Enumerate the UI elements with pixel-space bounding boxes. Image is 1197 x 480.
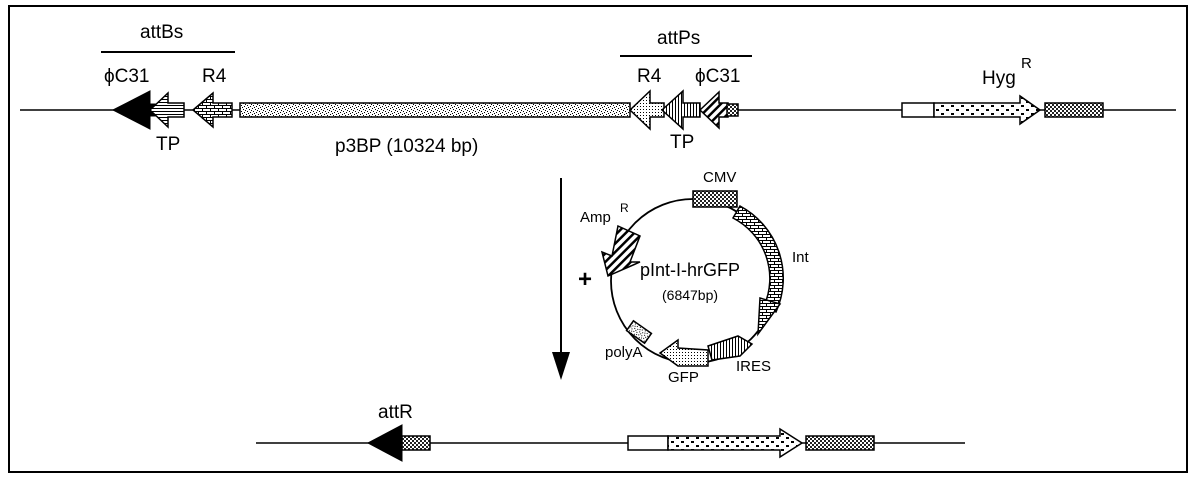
ampr-segment xyxy=(600,224,641,278)
attp-r4-label: R4 xyxy=(637,66,662,87)
hyg-gene-arrow xyxy=(933,94,1042,126)
polya-segment xyxy=(625,319,653,345)
attr-label: attR xyxy=(378,402,413,423)
plus-sign: + xyxy=(578,266,592,293)
ires-label: IRES xyxy=(736,358,771,375)
attr-arrow xyxy=(366,424,431,462)
hyg-promoter-box xyxy=(901,102,935,118)
attb-r4-arrow xyxy=(191,91,233,129)
hyg-cassette xyxy=(901,94,1104,126)
plasmid-name: pInt-I-hrGFP xyxy=(640,260,740,280)
hyg-label-text: Hyg xyxy=(982,68,1016,89)
bottom-hyg-gene-arrow xyxy=(667,427,804,459)
polya-label: polyA xyxy=(605,344,643,361)
attp-tp-label: TP xyxy=(670,132,694,153)
attp-phic31-arrow xyxy=(698,90,739,130)
plasmid-label: p3BP (10324 bp) xyxy=(335,136,478,157)
attb-group-label: attBs xyxy=(140,22,183,43)
bottom-hyg-cassette xyxy=(627,427,875,459)
cmv-segment xyxy=(692,190,738,208)
attb-tp-label: TP xyxy=(156,134,180,155)
amp-superscript: R xyxy=(620,201,629,215)
int-label: Int xyxy=(792,249,810,266)
hyg-superscript: R xyxy=(1021,55,1032,72)
bottom-promoter-box xyxy=(627,435,669,451)
plasmid-backbone-bar xyxy=(239,102,631,118)
attp-tp-arrow xyxy=(660,89,701,131)
attp-phic31-label: ϕC31 xyxy=(695,66,741,87)
bottom-polya-box xyxy=(805,435,875,451)
cmv-label: CMV xyxy=(703,169,736,186)
gfp-label: GFP xyxy=(668,369,699,386)
gfp-segment xyxy=(658,338,709,367)
attb-r4-label: R4 xyxy=(202,66,227,87)
pint-plasmid: CMV Int IRES GFP polyA Amp R pInt-I-hrGF… xyxy=(580,169,810,386)
amp-label: Amp xyxy=(580,209,611,226)
attb-tp-arrow xyxy=(148,91,185,129)
attp-r4-arrow xyxy=(628,89,665,131)
reaction-arrow xyxy=(552,178,570,380)
figure-border xyxy=(8,5,1188,473)
int-arrowhead xyxy=(757,297,782,337)
plasmid-size: (6847bp) xyxy=(662,287,718,303)
attp-group-label: attPs xyxy=(657,28,700,49)
attb-phic31-label: ϕC31 xyxy=(104,66,150,87)
hyg-label: Hyg xyxy=(982,68,1016,89)
hyg-polya-box xyxy=(1044,102,1104,118)
int-segment xyxy=(731,204,784,314)
ires-segment xyxy=(707,335,754,361)
